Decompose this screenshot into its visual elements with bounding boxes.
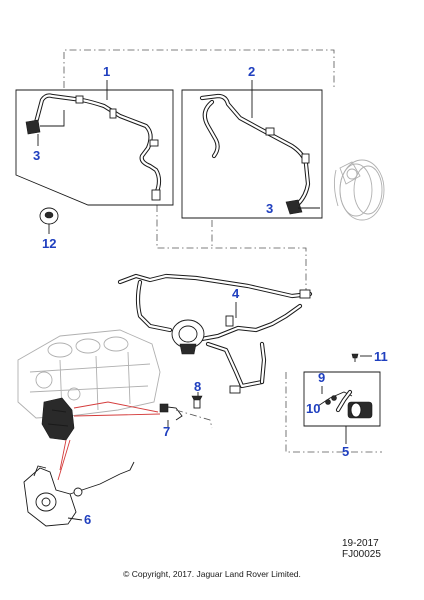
callout-3[interactable]: 3 [33, 148, 40, 163]
callout-7[interactable]: 7 [163, 424, 170, 439]
screw-11-icon [351, 353, 372, 362]
copyright-text: © Copyright, 2017. Jaguar Land Rover Lim… [123, 569, 301, 579]
group-link [156, 205, 307, 290]
callout-9[interactable]: 9 [318, 370, 325, 385]
figure-year: 19-2017 [342, 538, 379, 549]
callout-6[interactable]: 6 [84, 512, 91, 527]
leader-line [73, 413, 161, 417]
callout-11[interactable]: 11 [374, 349, 388, 364]
figure-code: FJ00025 [342, 549, 381, 560]
group-boundary [63, 49, 335, 90]
leader-line [67, 517, 83, 521]
harness-4-icon [117, 273, 313, 394]
leader-line [73, 401, 159, 413]
sensor-assembly-5-box [303, 371, 381, 444]
sensor-7-icon [159, 403, 213, 429]
leader-line [59, 439, 67, 471]
callout-5[interactable]: 5 [342, 444, 349, 459]
engine-block-icon [17, 329, 161, 419]
callout-3[interactable]: 3 [266, 201, 273, 216]
callout-4[interactable]: 4 [232, 286, 240, 301]
grommet-12-icon [39, 207, 59, 234]
callout-8[interactable]: 8 [194, 379, 201, 394]
hose-assembly-2-box [181, 89, 323, 219]
callout-1[interactable]: 1 [103, 64, 110, 79]
hose-assembly-1-box [15, 89, 174, 206]
leader-line [57, 439, 71, 481]
vacuum-pump-icon [23, 397, 135, 527]
brake-booster-icon [333, 159, 385, 221]
callout-2[interactable]: 2 [248, 64, 255, 79]
callout-12[interactable]: 12 [42, 236, 56, 251]
callout-10[interactable]: 10 [306, 401, 320, 416]
bolt-8-icon [191, 392, 203, 409]
